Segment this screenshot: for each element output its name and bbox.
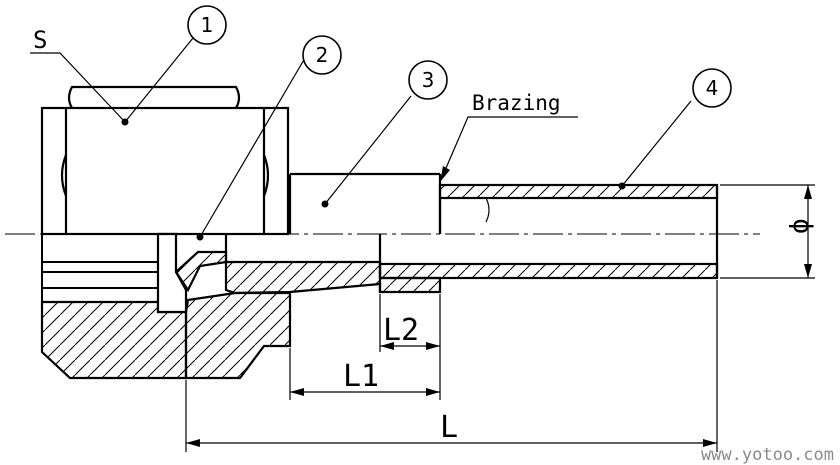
body-upper [224, 172, 442, 262]
leader-dots [121, 118, 626, 241]
tube [378, 183, 719, 280]
dimension-l1-label: L1 [343, 359, 379, 394]
watermark-text: www.yotoo.com [701, 445, 834, 465]
diameter-symbol: ϕ [785, 218, 815, 234]
dimension-l-label: L [440, 410, 458, 445]
hex-size-label: S [33, 26, 47, 54]
callout-4-number: 4 [706, 76, 719, 100]
brazing-arrowhead [440, 166, 450, 182]
callout-2-number: 2 [316, 43, 329, 67]
brazing-label: Brazing [472, 91, 561, 115]
dimension-lines [185, 184, 815, 452]
leader-lines [30, 37, 692, 238]
nut-upper [40, 85, 290, 236]
ferrule [156, 232, 228, 314]
dimension-l2-label: L2 [383, 313, 419, 348]
callout-3-number: 3 [422, 68, 435, 92]
dimension-arrowheads [186, 185, 812, 447]
callout-balloons [187, 5, 732, 108]
callout-1-number: 1 [201, 13, 214, 37]
